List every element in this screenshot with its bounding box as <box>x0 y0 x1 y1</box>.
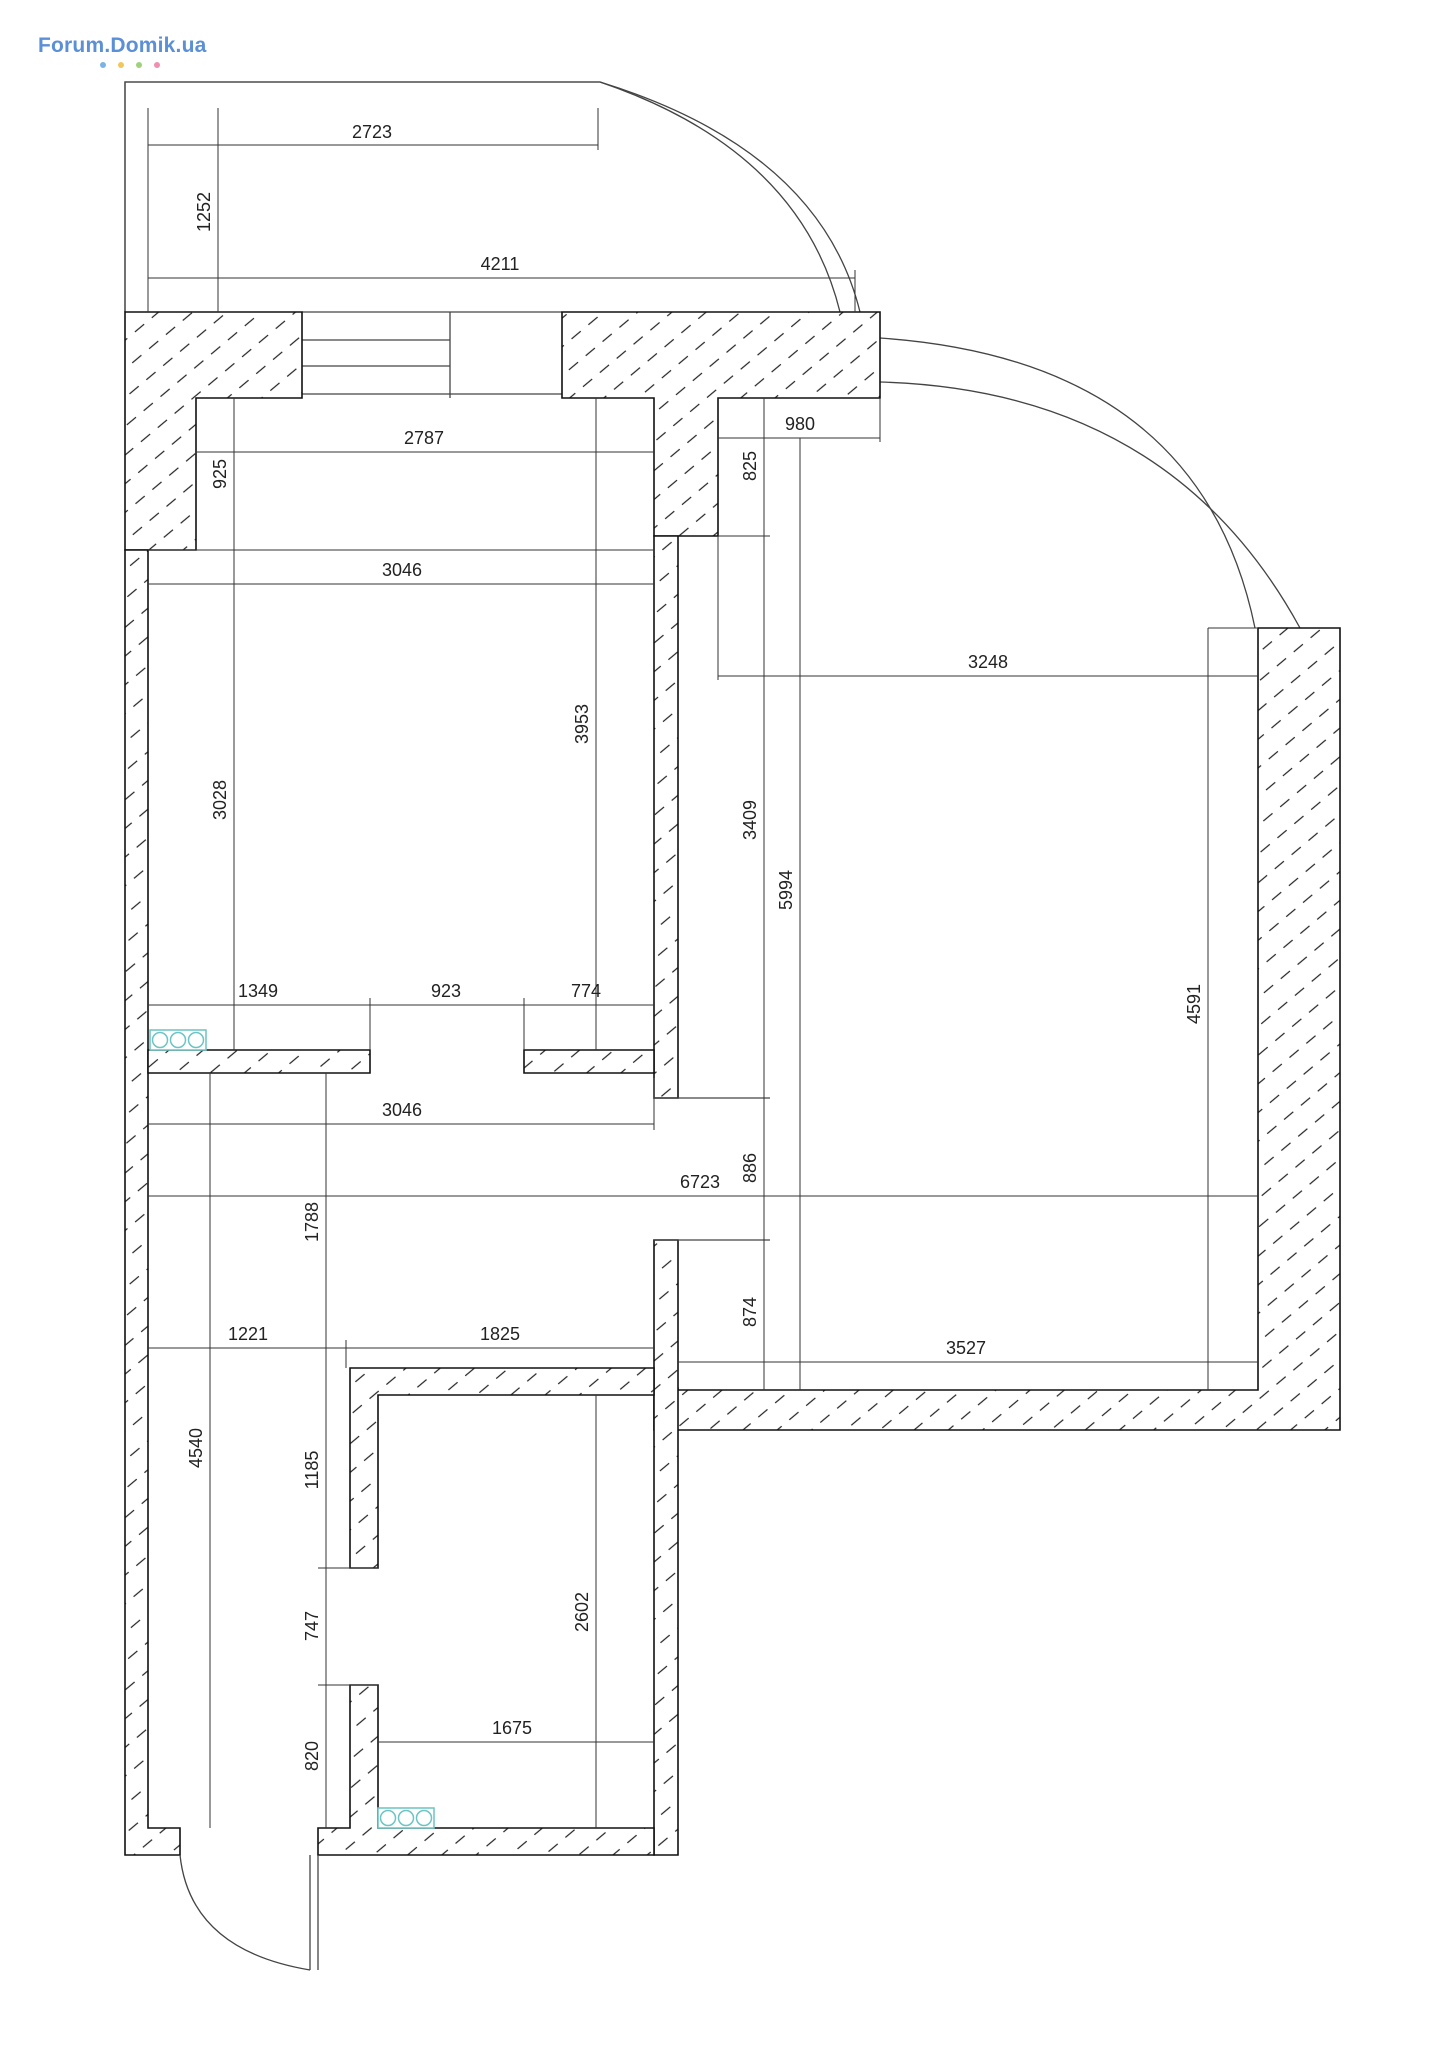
dim-1788: 1788 <box>302 1202 322 1242</box>
dim-6723: 6723 <box>680 1172 720 1192</box>
dim-3248: 3248 <box>968 652 1008 672</box>
dim-774: 774 <box>571 981 601 1001</box>
radiator-left <box>149 1029 207 1051</box>
dimension-lines <box>147 108 1258 1828</box>
logo-dots <box>100 62 170 70</box>
dim-1675: 1675 <box>492 1718 532 1738</box>
dim-1349: 1349 <box>238 981 278 1001</box>
dim-2723: 2723 <box>352 122 392 142</box>
dim-1221: 1221 <box>228 1324 268 1344</box>
balcony-top <box>124 81 861 313</box>
balcony-right-arc <box>879 337 1301 629</box>
window-top <box>302 311 562 398</box>
dim-3046-top: 3046 <box>382 560 422 580</box>
dim-747: 747 <box>302 1611 322 1641</box>
dim-1825: 1825 <box>480 1324 520 1344</box>
radiator-bath <box>377 1807 435 1829</box>
dim-4211: 4211 <box>481 254 520 274</box>
logo-dot <box>118 62 124 68</box>
dim-5994: 5994 <box>776 870 796 910</box>
wall-room-bottom-right <box>523 1049 655 1074</box>
dim-2787: 2787 <box>404 428 444 448</box>
logo-dot <box>100 62 106 68</box>
dim-820: 820 <box>302 1741 322 1771</box>
logo-dot <box>154 62 160 68</box>
walls <box>124 311 1341 1856</box>
wall-bath-left-lower <box>317 1684 655 1856</box>
dim-886: 886 <box>740 1153 760 1183</box>
site-logo[interactable]: Forum.Domik.ua <box>38 34 206 58</box>
dim-3953: 3953 <box>572 704 592 744</box>
wall-top-middle <box>561 311 881 537</box>
dim-874: 874 <box>740 1297 760 1327</box>
entry-door <box>179 1854 319 1971</box>
dim-1252: 1252 <box>194 192 214 232</box>
dim-923: 923 <box>431 981 461 1001</box>
dim-980: 980 <box>785 414 815 434</box>
dim-4591: 4591 <box>1184 984 1204 1024</box>
dim-4540: 4540 <box>186 1428 206 1468</box>
dim-925: 925 <box>210 459 230 489</box>
wall-lines <box>653 1078 770 1241</box>
wall-room-bottom-left <box>147 1049 371 1074</box>
dim-3527: 3527 <box>946 1338 986 1358</box>
site-logo-text: Forum.Domik.ua <box>38 34 207 57</box>
logo-dot <box>136 62 142 68</box>
dim-1185: 1185 <box>302 1451 322 1490</box>
wall-bath-top <box>349 1367 655 1569</box>
wall-top-left <box>124 311 303 551</box>
dim-2602: 2602 <box>572 1592 592 1632</box>
dimension-labels: 2723 1252 4211 2787 925 980 825 3046 395… <box>186 122 1204 1771</box>
dim-3409: 3409 <box>740 800 760 840</box>
wall-middle-lower <box>653 1239 679 1856</box>
dim-825: 825 <box>740 451 760 481</box>
dim-3028: 3028 <box>210 780 230 820</box>
wall-left-outer <box>124 549 181 1856</box>
wall-middle-vertical <box>653 535 679 1099</box>
dim-3046-mid: 3046 <box>382 1100 422 1120</box>
